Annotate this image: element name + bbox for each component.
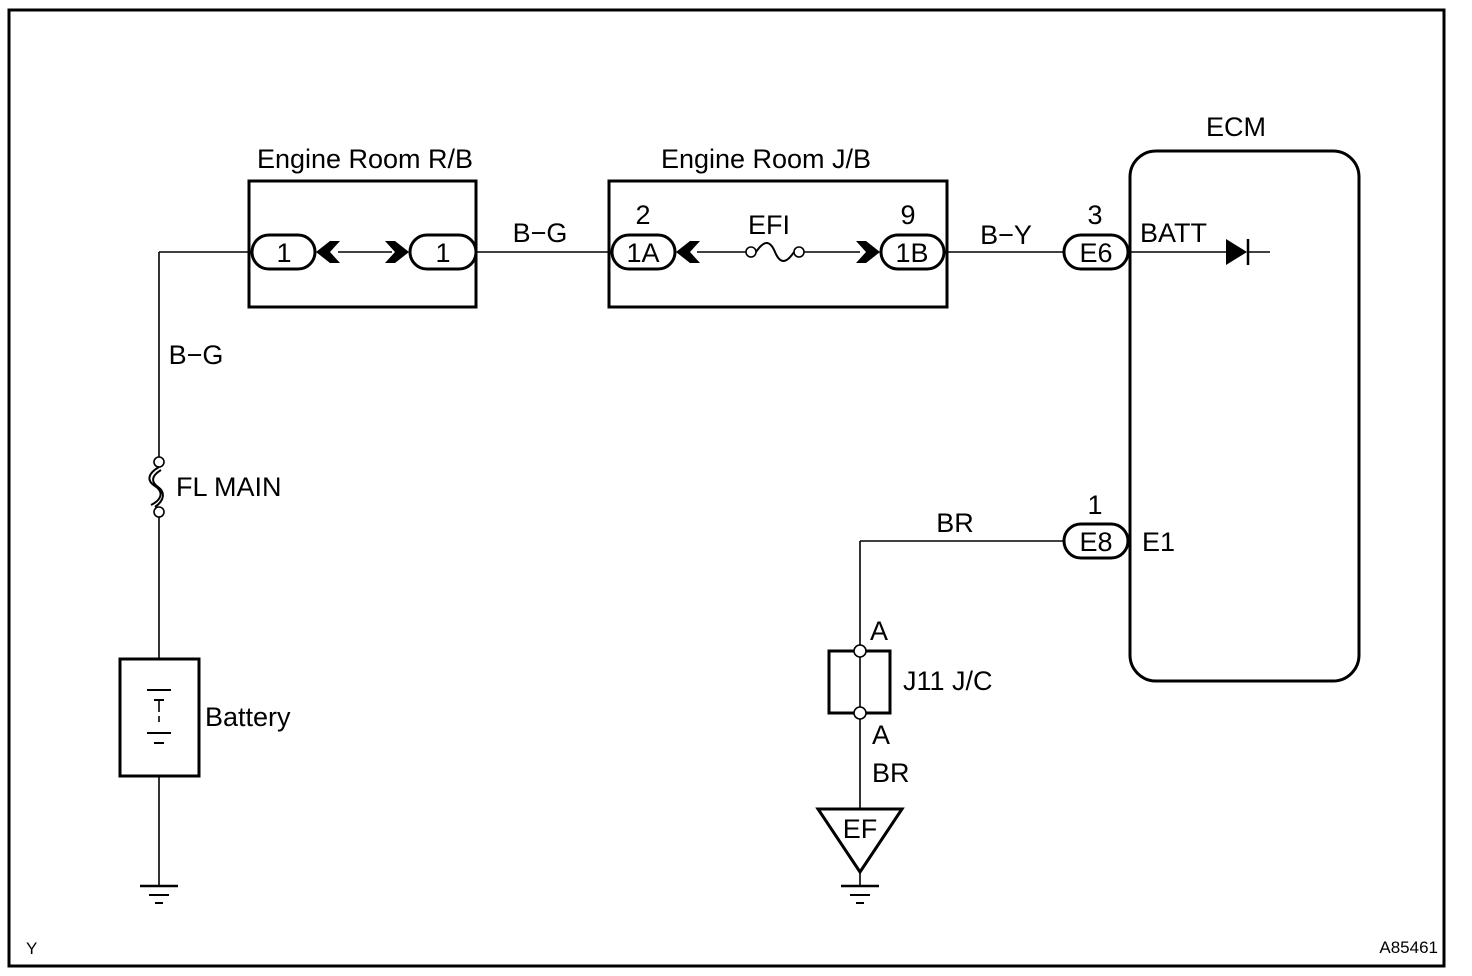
jc-pin-bottom: A [872,720,890,750]
corner-label-y: Y [26,939,37,958]
ecm-batt-pin-label: BATT [1140,218,1207,248]
wire-label-bg-left: B−G [169,340,224,370]
diagram-frame [7,8,1446,968]
efi-fuse-icon [745,242,805,262]
jb-in-chevron [676,241,700,263]
fl-main-fuse-icon [148,456,165,518]
fl-main-label: FL MAIN [176,472,282,502]
figure-id: A85461 [1379,938,1438,957]
ecm-ground-pin-number: 1 [1087,490,1102,520]
ecm-ground-connector [1062,522,1130,560]
ecm-batt-connector [1062,233,1130,271]
wire-label-by: B−Y [980,220,1032,250]
rb-in-label: 1 [276,238,291,268]
jb-in-pin: 2 [635,200,650,230]
jb-out-connector [879,233,946,271]
ecm-unit: ECM 3 E6 BATT 1 E8 E1 [1062,112,1361,683]
rb-in-connector [250,233,317,271]
ground-symbol-icon [140,884,178,904]
rb-out-chevron [385,241,409,263]
ecm-batt-pin-number: 3 [1087,200,1102,230]
wires [158,251,1228,885]
diode-icon [1226,239,1270,265]
rb-in-chevron [316,241,340,263]
ground-ef-icon [815,807,905,904]
rb-title: Engine Room R/B [257,144,473,174]
ecm-batt-connector-label: E6 [1079,238,1112,268]
jb-out-pin: 9 [900,200,915,230]
jb-in-label: 1A [626,238,659,268]
jb-out-label: 1B [895,238,928,268]
ecm-e1-pin-label: E1 [1142,527,1175,557]
jb-out-chevron [856,241,880,263]
jc-label: J11 J/C [903,666,993,696]
ecm-ground-connector-label: E8 [1079,527,1112,557]
wire-label-br-top: BR [936,508,974,538]
battery-icon [118,657,201,778]
engine-room-rb: Engine Room R/B 1 1 [247,144,478,309]
jb-title: Engine Room J/B [661,144,871,174]
junction-connector-j11 [827,644,892,720]
jb-box [607,179,949,309]
battery-label: Battery [205,702,291,732]
efi-fuse-label: EFI [748,210,790,240]
rb-box [247,179,478,309]
ecm-box [1128,149,1361,683]
wire-label-bg-top: B−G [513,218,568,248]
ecm-title: ECM [1206,112,1266,142]
wire-label-br-bottom: BR [872,758,910,788]
engine-room-jb: Engine Room J/B 2 1A EFI 9 1B [607,144,949,309]
jc-pin-top: A [870,616,888,646]
ground-ef-label: EF [843,814,878,844]
rb-out-connector [408,233,478,271]
jb-in-connector [610,233,677,271]
rb-out-label: 1 [435,238,450,268]
